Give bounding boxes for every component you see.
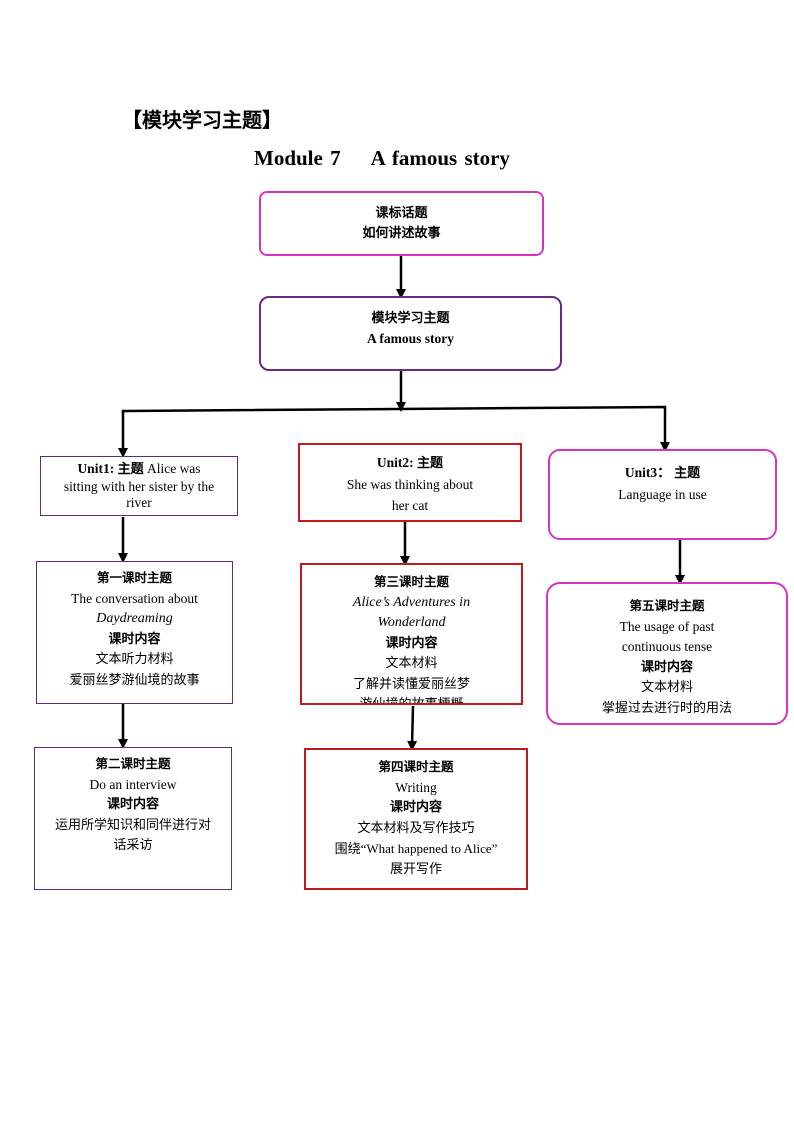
lesson5-en-line1: The usage of past	[619, 618, 715, 634]
lesson3-content-line3: 游仙境的故事梗概	[359, 697, 464, 705]
unit3-label: Unit3：	[624, 465, 671, 480]
module-number: Module 7	[254, 146, 341, 170]
unit3-theme: 主题	[674, 466, 701, 481]
topic-box: 课标话题 如何讲述故事	[259, 191, 544, 256]
unit1-box: Unit1: 主题 Alice was sitting with her sis…	[40, 456, 238, 516]
unit1-theme: 主题	[117, 462, 144, 477]
lesson5-content-line2: 掌握过去进行时的用法	[601, 700, 732, 716]
unit3-box: Unit3： 主题 Language in use	[548, 449, 777, 540]
lesson1-content-line2: 爱丽丝梦游仙境的故事	[69, 672, 200, 688]
unit2-box: Unit2: 主题 She was thinking about her cat	[298, 443, 522, 522]
unit1-text: Alice was sitting with her sister by the…	[63, 461, 215, 510]
module-theme-text: A famous story	[367, 331, 454, 346]
module-name: A famous story	[370, 146, 510, 170]
lesson2-title: 第二课时主题	[95, 757, 171, 771]
section-heading: 【模块学习主题】	[122, 108, 282, 132]
branch-line	[121, 405, 667, 413]
lesson1-box: 第一课时主题 The conversation about Daydreamin…	[36, 561, 233, 704]
unit2-label: Unit2:	[376, 455, 414, 470]
lesson3-title: 第三课时主题	[373, 575, 449, 589]
lesson4-content-line3: 展开写作	[389, 861, 442, 877]
topic-box-text: 如何讲述故事	[362, 226, 441, 241]
lesson1-en-line1: The conversation about	[71, 590, 198, 606]
lesson2-content-line2: 话采访	[113, 838, 153, 853]
lesson2-content-line1: 运用所学知识和同伴进行对	[54, 817, 211, 833]
lesson1-title: 第一课时主题	[96, 571, 172, 585]
unit3-text: Language in use	[618, 487, 707, 502]
lesson1-en-line2: Daydreaming	[96, 611, 173, 626]
lesson5-content-line1: 文本材料	[640, 680, 693, 695]
lesson5-box: 第五课时主题 The usage of past continuous tens…	[546, 582, 788, 725]
lesson4-content-line1: 文本材料及写作技巧	[357, 820, 475, 836]
lesson5-content-label: 课时内容	[640, 659, 693, 675]
lesson3-content-label: 课时内容	[385, 635, 438, 651]
lesson4-content-label: 课时内容	[389, 800, 442, 815]
module-theme-label: 模块学习主题	[371, 311, 450, 326]
module-title: Module 7 A famous story	[254, 146, 510, 171]
lesson3-en-line2: Wonderland	[377, 615, 446, 630]
unit2-text-line1: She was thinking about	[346, 477, 474, 492]
lesson1-content-line1: 文本听力材料	[95, 652, 174, 667]
lesson2-en-line1: Do an interview	[89, 776, 177, 792]
lesson5-title: 第五课时主题	[629, 599, 705, 613]
lesson5-en-line2: continuous tense	[621, 639, 713, 654]
lesson1-content-label: 课时内容	[108, 631, 161, 647]
lesson4-box: 第四课时主题 Writing 课时内容 文本材料及写作技巧 围绕“What ha…	[304, 748, 528, 890]
topic-box-label: 课标话题	[375, 206, 428, 221]
lesson4-title: 第四课时主题	[378, 760, 454, 774]
unit2-text-line2: her cat	[391, 498, 429, 513]
lesson4-en-line1: Writing	[395, 779, 437, 795]
module-theme-box: 模块学习主题 A famous story	[259, 296, 562, 371]
lesson4-content-line2: 围绕“What happened to Alice”	[334, 841, 498, 856]
lesson2-box: 第二课时主题 Do an interview 课时内容 运用所学知识和同伴进行对…	[34, 747, 232, 890]
lesson3-en-line1: Alice’s Adventures in	[352, 594, 471, 610]
arrow-lesson3-to-lesson4	[407, 705, 418, 751]
lesson3-content-line1: 文本材料	[385, 656, 438, 671]
lesson2-content-label: 课时内容	[106, 797, 159, 812]
unit2-theme: 主题	[417, 456, 444, 471]
lesson3-content-line2: 了解并读懂爱丽丝梦	[352, 676, 470, 692]
lesson3-box: 第三课时主题 Alice’s Adventures in Wonderland …	[300, 563, 523, 705]
unit1-label: Unit1:	[77, 461, 115, 476]
